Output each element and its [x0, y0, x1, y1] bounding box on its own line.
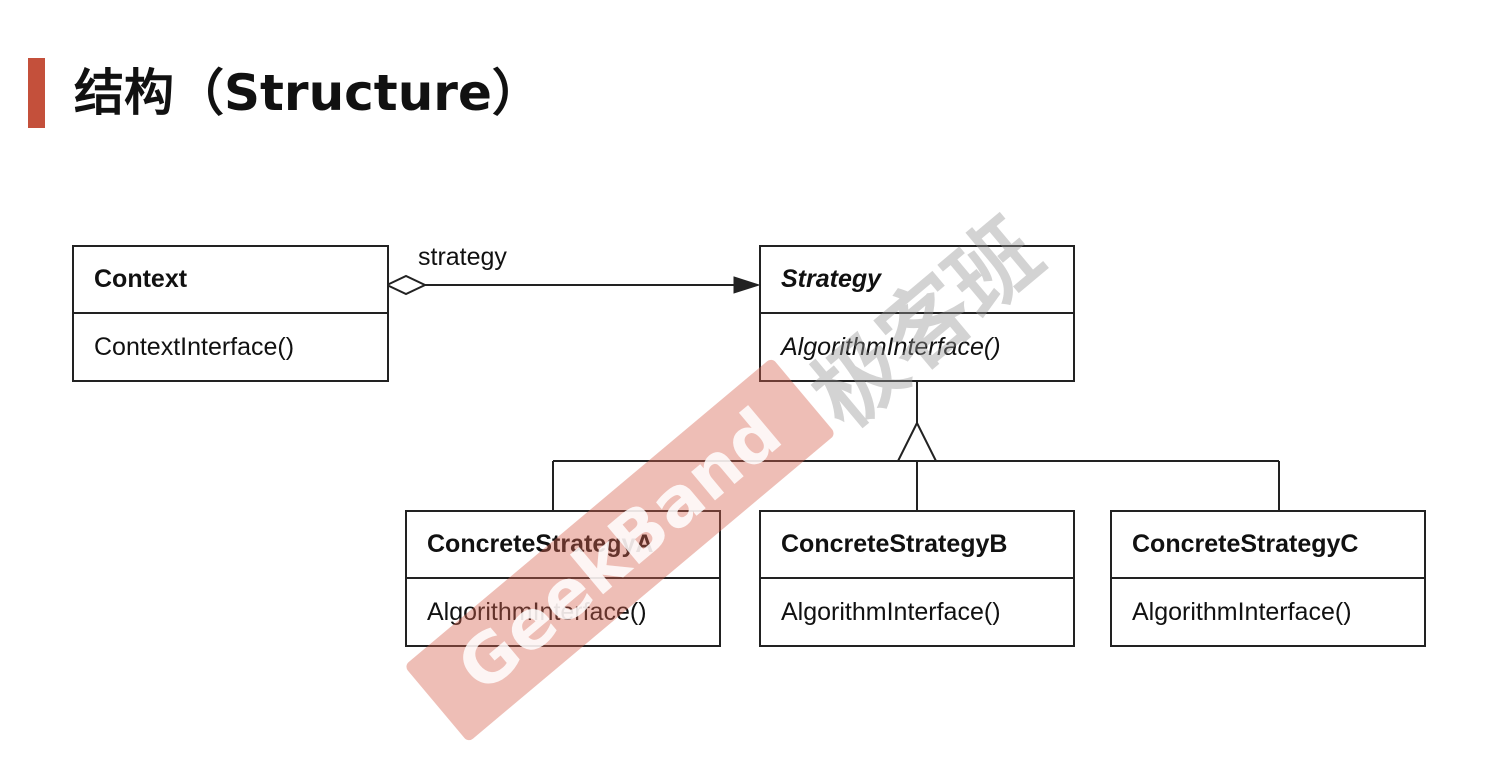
title-accent-bar	[28, 58, 45, 128]
class-concrete-strategy-c-name: ConcreteStrategyC	[1112, 512, 1424, 579]
class-context-name: Context	[74, 247, 387, 314]
class-concrete-strategy-a: ConcreteStrategyA AlgorithmInterface()	[405, 510, 721, 647]
class-strategy-name: Strategy	[761, 247, 1073, 314]
class-concrete-strategy-b: ConcreteStrategyB AlgorithmInterface()	[759, 510, 1075, 647]
class-context: Context ContextInterface()	[72, 245, 389, 382]
class-concrete-strategy-b-name: ConcreteStrategyB	[761, 512, 1073, 579]
association-label: strategy	[418, 243, 507, 271]
class-strategy-method: AlgorithmInterface()	[781, 333, 1001, 361]
class-concrete-strategy-a-name: ConcreteStrategyA	[407, 512, 719, 579]
class-concrete-strategy-b-method: AlgorithmInterface()	[781, 598, 1001, 626]
class-concrete-strategy-c-method: AlgorithmInterface()	[1132, 598, 1352, 626]
class-context-method: ContextInterface()	[94, 333, 295, 361]
inheritance-triangle	[896, 420, 938, 462]
class-strategy: Strategy AlgorithmInterface()	[759, 245, 1075, 382]
page-title: 结构（Structure）	[74, 64, 542, 122]
class-concrete-strategy-a-method: AlgorithmInterface()	[427, 598, 647, 626]
class-concrete-strategy-c: ConcreteStrategyC AlgorithmInterface()	[1110, 510, 1426, 647]
association-arrowhead	[733, 276, 761, 294]
aggregation-diamond	[384, 274, 428, 296]
